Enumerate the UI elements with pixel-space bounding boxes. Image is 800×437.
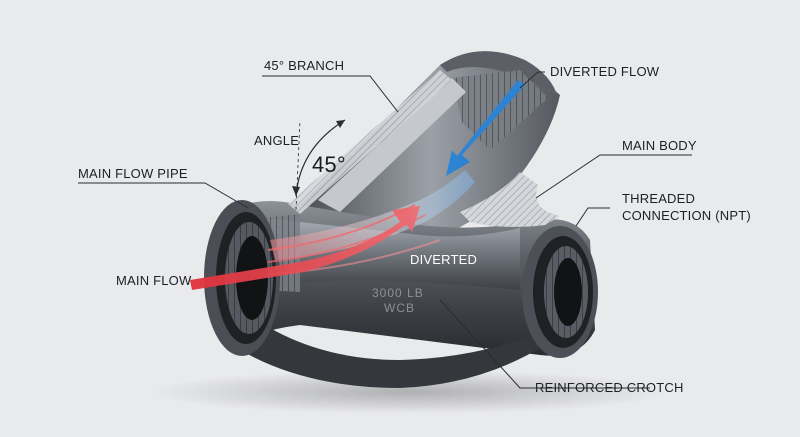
mixed-flow-stream bbox=[270, 170, 475, 260]
emboss-material: WCB bbox=[384, 301, 415, 315]
label-diverted: DIVERTED bbox=[410, 252, 477, 267]
diverted-flow-arrow bbox=[446, 80, 525, 176]
label-threaded-line2: CONNECTION (NPT) bbox=[622, 208, 751, 223]
leader-diverted-flow bbox=[519, 71, 545, 89]
label-diverted-flow: DIVERTED FLOW bbox=[550, 64, 660, 79]
label-reinforced-crotch: REINFORCED CROTCH bbox=[535, 380, 684, 395]
ground-shadow bbox=[150, 370, 670, 414]
emboss-pressure-class: 3000 LB bbox=[372, 286, 424, 300]
crotch-section bbox=[460, 172, 560, 227]
label-angle: ANGLE bbox=[254, 133, 299, 148]
leader-main-flow-pipe bbox=[78, 182, 249, 209]
angle-indicator bbox=[292, 119, 346, 211]
label-main-flow: MAIN FLOW bbox=[116, 273, 192, 288]
leader-main-body bbox=[535, 154, 692, 199]
label-angle-value: 45° bbox=[312, 152, 346, 177]
branch-wall-section bbox=[288, 70, 452, 214]
main-flow-arrow bbox=[190, 206, 420, 290]
leader-reinforced-crotch bbox=[439, 299, 650, 389]
label-threaded-line1: THREADED bbox=[622, 191, 695, 206]
right-opening bbox=[522, 226, 598, 358]
label-main-flow-pipe: MAIN FLOW PIPE bbox=[78, 166, 188, 181]
leader-branch bbox=[262, 75, 399, 113]
leader-threaded bbox=[575, 207, 610, 227]
label-main-body: MAIN BODY bbox=[622, 138, 697, 153]
label-45-branch: 45° BRANCH bbox=[264, 58, 344, 73]
